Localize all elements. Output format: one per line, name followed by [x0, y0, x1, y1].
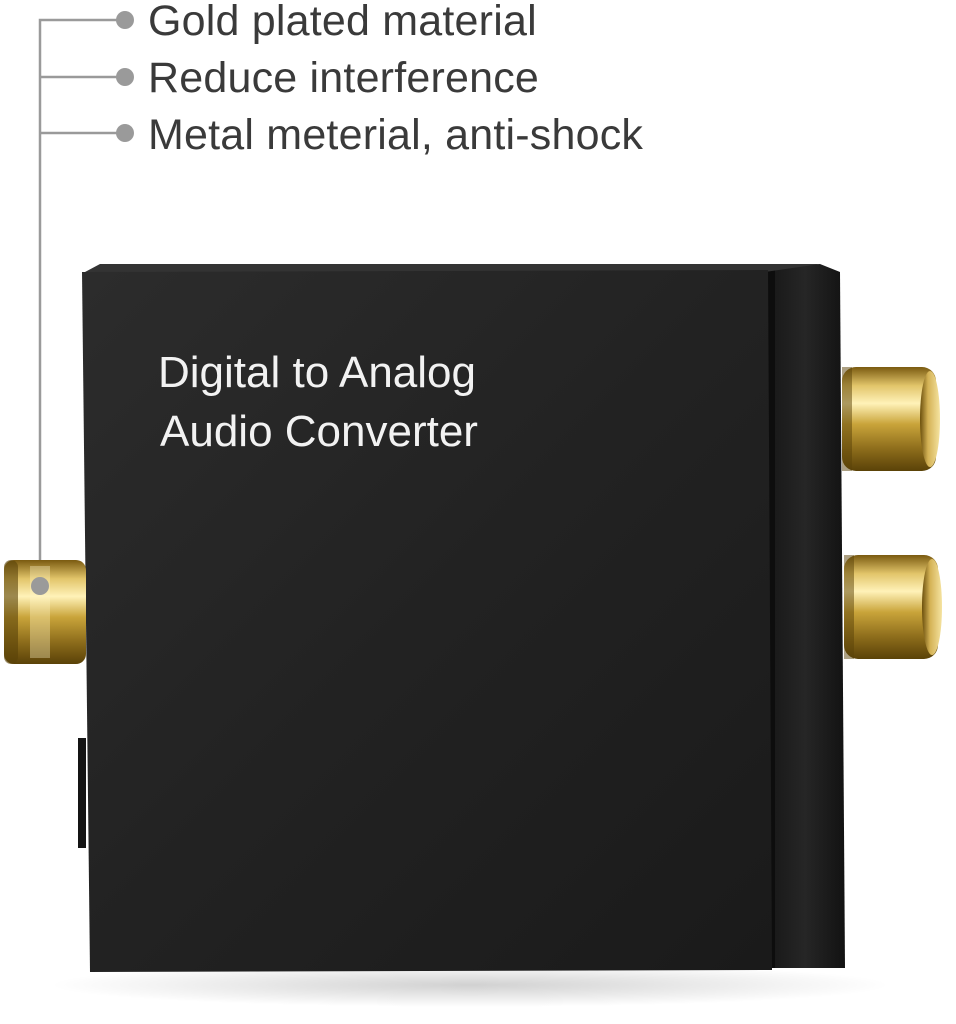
device-label-line-1: Digital to Analog	[158, 348, 476, 397]
device-notch	[78, 738, 86, 848]
device-front-face	[82, 270, 772, 972]
device-top-edge	[85, 264, 820, 272]
device-seam	[765, 270, 775, 968]
coaxial-input-jack-icon	[4, 560, 86, 664]
callout-reduce-interference: Reduce interference	[148, 54, 540, 102]
callout-dot-icon	[116, 124, 134, 142]
rca-output-jack-top-icon	[842, 367, 940, 471]
callout-dot-icon	[116, 68, 134, 86]
floor-shadow	[50, 963, 890, 1007]
device-side-panel	[765, 264, 845, 968]
callout-gold-plated: Gold plated material	[148, 0, 537, 45]
callout-metal-material: Metal meterial, anti-shock	[148, 111, 644, 159]
callout-leader-lines	[38, 18, 125, 585]
callout-dots	[116, 11, 134, 142]
callout-dot-icon	[116, 11, 134, 29]
device-label-line-2: Audio Converter	[160, 407, 478, 456]
rca-output-jack-bottom-icon	[844, 555, 942, 659]
